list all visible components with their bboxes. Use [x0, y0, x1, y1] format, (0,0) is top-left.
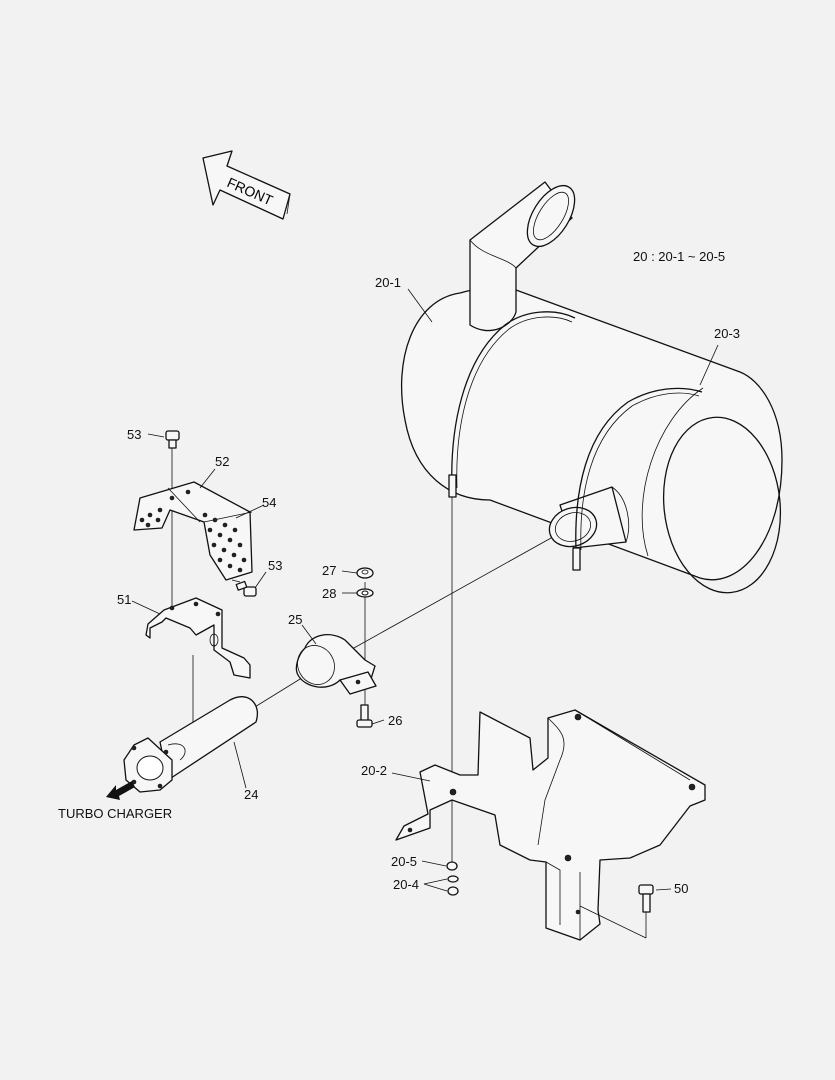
callout-24: 24: [244, 787, 259, 802]
callout-50: 50: [674, 881, 689, 896]
muffler-support-20-2: [395, 709, 706, 941]
bracket-51: [145, 597, 251, 679]
callout-28: 28: [322, 586, 337, 601]
callout-20-4: 20-4: [393, 877, 420, 892]
muffler-strap: [448, 311, 703, 571]
washer-20-4: [447, 875, 459, 896]
callout-26: 26: [388, 713, 403, 728]
clamp-25: [295, 634, 377, 695]
bolt-26: [356, 704, 373, 728]
muffler-body: [400, 286, 783, 594]
assembly-note: 20 : 20-1 ~ 20-5: [633, 249, 726, 264]
bolt-53-top: [165, 430, 180, 449]
callout-leaders: [131, 288, 719, 939]
muffler-outlet-stack: [469, 181, 576, 332]
callout-53-top: 53: [127, 427, 142, 442]
heat-shield: [133, 481, 253, 581]
muffler-inlet-pipe: [548, 486, 629, 549]
callout-20-1: 20-1: [375, 275, 402, 290]
bolt-50: [638, 884, 654, 913]
washer-28: [356, 588, 374, 598]
callout-52: 52: [215, 454, 230, 469]
callout-25: 25: [288, 612, 303, 627]
callout-20-5: 20-5: [391, 854, 418, 869]
nut-27: [356, 567, 374, 579]
callout-27: 27: [322, 563, 337, 578]
nut-20-5: [446, 861, 458, 871]
front-arrow-icon: FRONT: [202, 150, 291, 220]
callout-20-2: 20-2: [361, 763, 388, 778]
callout-53-bottom: 53: [268, 558, 283, 573]
turbo-charger-label: TURBO CHARGER: [58, 806, 173, 821]
callout-54: 54: [262, 495, 277, 510]
bolt-53-bottom: [235, 580, 257, 597]
exhaust-pipe-24: [123, 696, 258, 793]
callout-51: 51: [117, 592, 132, 607]
turbo-direction-arrow-icon: [106, 781, 135, 800]
callout-20-3: 20-3: [714, 326, 741, 341]
